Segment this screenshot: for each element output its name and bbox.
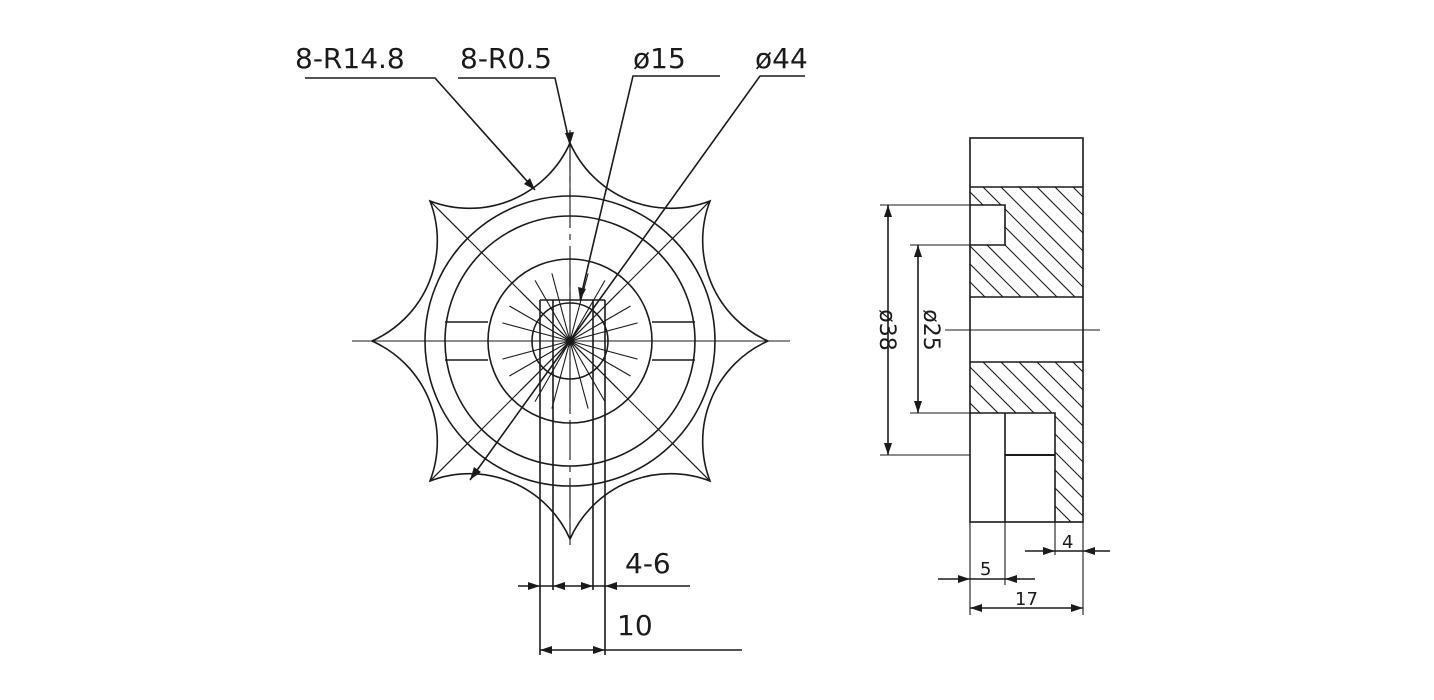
label-width-17: 17 <box>1015 589 1038 610</box>
radial-line <box>569 273 589 342</box>
hatch-line <box>1228 355 1403 530</box>
hatch-line <box>970 362 1044 522</box>
hatch-line <box>975 362 1083 522</box>
radial-line <box>569 305 631 342</box>
hatch-line <box>1102 180 1227 305</box>
radial-line <box>502 322 571 342</box>
front-view: 8-R14.8 8-R0.5 ø15 ø44 4-6 10 <box>295 42 808 655</box>
hatch-line <box>970 187 976 297</box>
label-outer-diameter: ø44 <box>755 42 808 75</box>
horizontal-slots <box>445 321 695 361</box>
hatch-line <box>1138 355 1313 530</box>
hatch-line <box>796 180 921 305</box>
hatch-line <box>1029 362 1083 522</box>
hatch-line <box>1246 180 1371 305</box>
hatch-line <box>760 355 935 530</box>
hatch-line <box>832 180 957 305</box>
hatch-line <box>1156 355 1331 530</box>
hatch-line <box>1246 355 1421 530</box>
hatch-line <box>1011 187 1083 297</box>
hatch-line <box>778 180 903 305</box>
hatch-line <box>970 187 1066 297</box>
hatch-line <box>1210 180 1335 305</box>
radial-line <box>551 273 571 342</box>
hatch-line <box>970 187 1083 297</box>
radial-line <box>569 340 589 409</box>
hatch-line <box>970 362 1083 522</box>
hatch-line <box>970 362 1026 522</box>
hatch-line <box>1210 355 1385 530</box>
hatch-line <box>970 187 1030 297</box>
hatch-line <box>975 187 1083 297</box>
hatch-line <box>970 187 994 297</box>
hatch-line <box>814 180 939 305</box>
radial-line <box>569 340 631 377</box>
hatch-line <box>1138 180 1263 305</box>
label-arc-radius: 8-R14.8 <box>295 42 405 75</box>
hatch-line <box>1156 180 1281 305</box>
hatch-line <box>1084 355 1259 530</box>
side-vertical-dimensions <box>884 205 922 455</box>
hatch-line <box>970 362 1083 522</box>
side-view: ø38 ø25 4 5 17 <box>760 137 1421 615</box>
hatch-line <box>1174 355 1349 530</box>
radial-line <box>569 280 606 342</box>
section-hatching <box>760 180 1421 530</box>
side-horizontal-dimensions <box>938 547 1110 612</box>
hatch-line <box>1120 180 1245 305</box>
hatch-line <box>1065 362 1083 522</box>
label-slot-width: 4-6 <box>625 547 671 580</box>
hatch-line <box>970 362 1062 522</box>
radial-line <box>569 322 638 342</box>
hatch-line <box>1120 355 1295 530</box>
radial-line <box>551 340 571 409</box>
hatch-line <box>1174 180 1299 305</box>
leader-lines <box>305 75 805 481</box>
hatch-line <box>993 362 1083 522</box>
hatch-line <box>1084 180 1209 305</box>
hatch-line <box>993 187 1083 297</box>
radial-line <box>569 340 638 360</box>
hatch-line <box>1065 187 1083 297</box>
label-small-diameter: ø25 <box>918 309 943 350</box>
radial-line <box>569 340 606 402</box>
hatch-line <box>970 187 1048 297</box>
hatch-line <box>1102 355 1277 530</box>
hatch-line <box>1047 187 1083 297</box>
hatch-line <box>1192 180 1317 305</box>
hatch-line <box>1047 362 1083 522</box>
bottom-dimensions <box>518 582 742 654</box>
label-slot-span: 10 <box>617 609 653 642</box>
label-width-5: 5 <box>980 559 991 580</box>
radial-line <box>502 340 571 360</box>
side-outline <box>880 137 1100 615</box>
hatch-line <box>1192 355 1367 530</box>
hatch-line <box>970 362 972 522</box>
hatch-line <box>970 362 1008 522</box>
hatch-line <box>1011 362 1083 522</box>
hatch-line <box>970 362 990 522</box>
label-width-4: 4 <box>1062 532 1073 553</box>
hatch-line <box>970 362 1080 522</box>
label-big-diameter: ø38 <box>874 309 899 350</box>
label-inner-diameter: ø15 <box>633 42 686 75</box>
hatch-line <box>778 355 953 530</box>
hatch-line <box>1029 187 1083 297</box>
hatch-line <box>970 362 1083 522</box>
hatch-line <box>760 180 885 305</box>
slot-lines <box>539 299 606 655</box>
label-tip-radius: 8-R0.5 <box>460 42 552 75</box>
hatch-line <box>970 187 1012 297</box>
hatch-line <box>1228 180 1353 305</box>
